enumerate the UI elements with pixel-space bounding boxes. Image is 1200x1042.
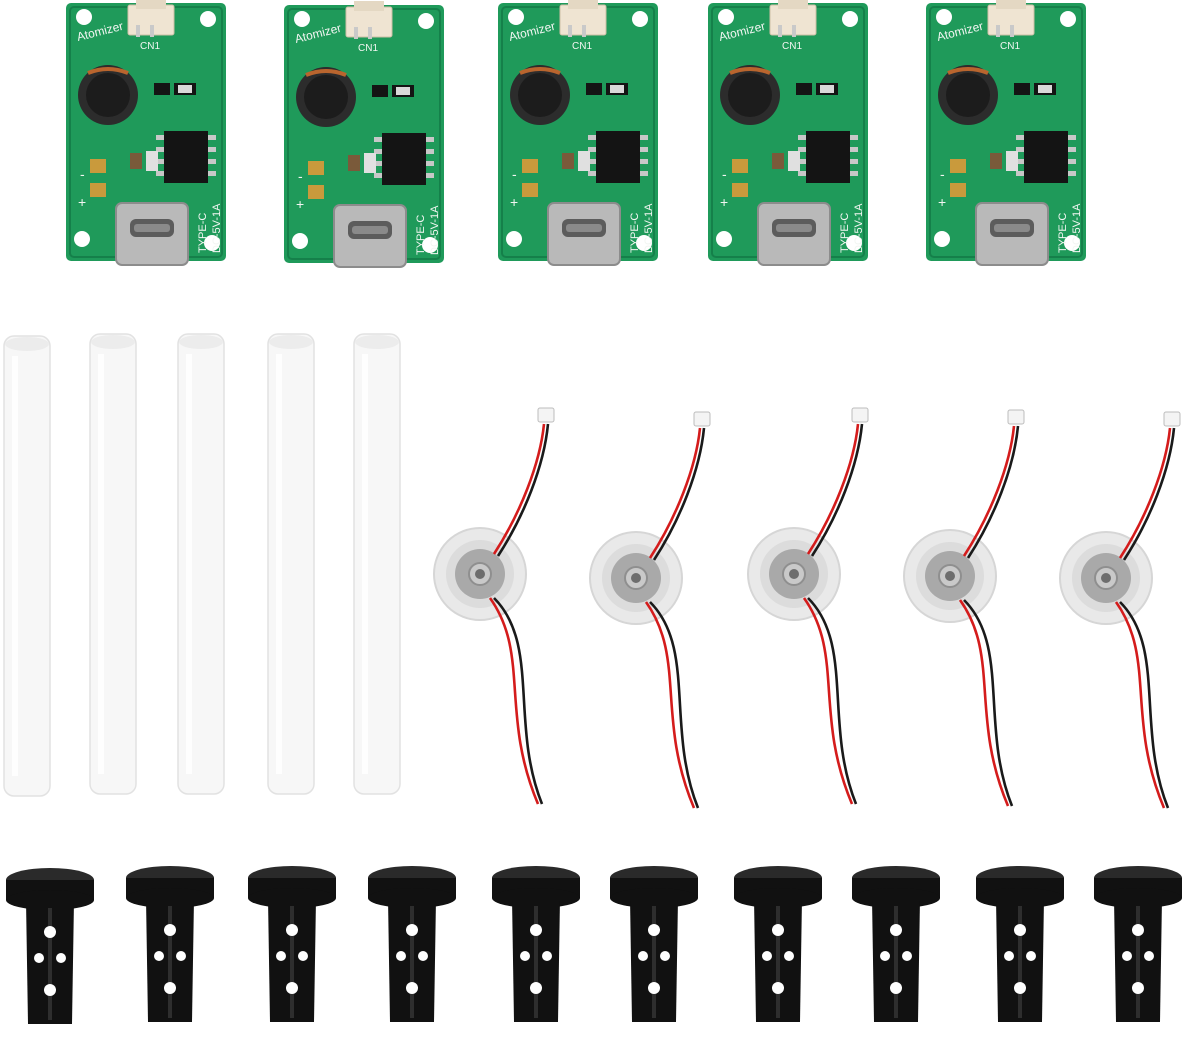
wick-holder <box>492 866 580 1022</box>
silk-label: DC-5V-1A <box>1071 203 1083 253</box>
silk-label: DC-5V-1A <box>643 203 655 253</box>
cotton-wick <box>3 335 51 797</box>
wick-holder <box>248 866 336 1022</box>
wick-holder <box>1094 866 1182 1022</box>
wick-holders <box>6 866 1182 1024</box>
silk-label: - <box>80 166 85 182</box>
atomizer-disc <box>746 406 870 806</box>
pcb-board: Atomizer CN1 TYPE-C DC-5V-1A - + <box>64 0 228 267</box>
wick-holder <box>852 866 940 1022</box>
silk-label: TYPE-C <box>1057 213 1069 253</box>
silk-label: + <box>78 194 86 210</box>
silk-label: - <box>722 166 727 182</box>
silk-label: CN1 <box>140 41 160 52</box>
wick-holder <box>976 866 1064 1022</box>
pcb-board: Atomizer CN1 TYPE-C DC-5V-1A - + <box>706 0 870 267</box>
atomizer-disc <box>902 408 1026 808</box>
silk-label: - <box>298 168 303 184</box>
cotton-wick <box>89 333 137 795</box>
cotton-wick <box>267 333 315 795</box>
atomizer-discs <box>432 406 1182 810</box>
silk-label: CN1 <box>572 41 592 52</box>
silk-label: TYPE-C <box>197 213 209 253</box>
silk-label: TYPE-C <box>629 213 641 253</box>
cotton-wicks <box>3 333 401 797</box>
silk-label: + <box>720 194 728 210</box>
wick-holder <box>610 866 698 1022</box>
silk-label: DC-5V-1A <box>211 203 223 253</box>
silk-label: + <box>296 196 304 212</box>
cotton-wick <box>177 333 225 795</box>
silk-label: + <box>510 194 518 210</box>
silk-label: - <box>512 166 517 182</box>
atomizer-disc <box>588 410 712 810</box>
atomizer-disc <box>432 406 556 806</box>
silk-label: TYPE-C <box>839 213 851 253</box>
silk-label: CN1 <box>782 41 802 52</box>
wick-holder <box>368 866 456 1022</box>
wick-holder <box>126 866 214 1022</box>
silk-label: + <box>938 194 946 210</box>
cotton-wick <box>353 333 401 795</box>
pcb-board: Atomizer CN1 TYPE-C DC-5V-1A - + <box>282 0 446 269</box>
pcb-board: Atomizer CN1 TYPE-C DC-5V-1A - + <box>924 0 1088 267</box>
atomizer-disc <box>1058 410 1182 810</box>
silk-label: - <box>940 166 945 182</box>
silk-label: CN1 <box>358 43 378 54</box>
wick-holder <box>6 868 94 1024</box>
silk-label: DC-5V-1A <box>853 203 865 253</box>
pcb-boards: Atomizer CN1 TYPE-C DC-5V-1A - + Atomize… <box>64 0 1088 269</box>
silk-label: DC-5V-1A <box>429 205 441 255</box>
silk-label: CN1 <box>1000 41 1020 52</box>
silk-label: TYPE-C <box>415 215 427 255</box>
wick-holder <box>734 866 822 1022</box>
pcb-board: Atomizer CN1 TYPE-C DC-5V-1A - + <box>496 0 660 267</box>
